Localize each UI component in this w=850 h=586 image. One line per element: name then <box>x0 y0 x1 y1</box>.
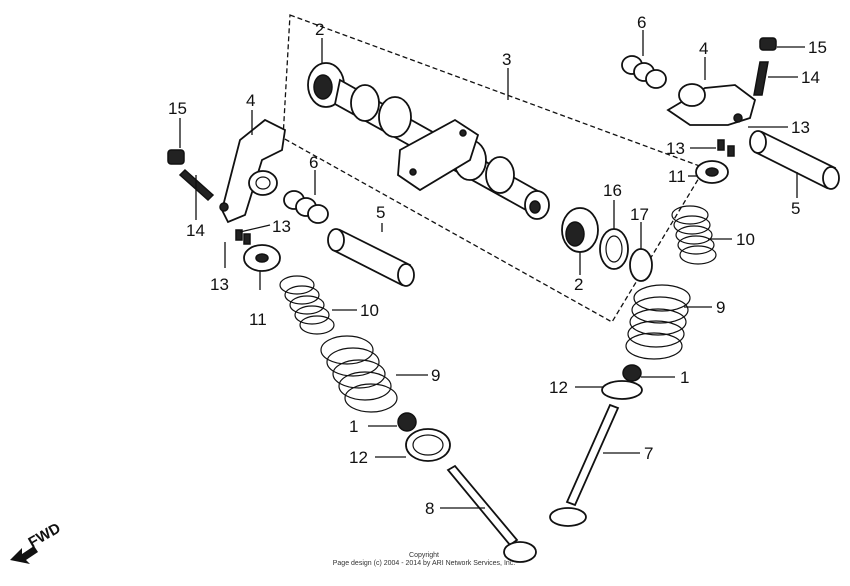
rocker-arm-right <box>666 83 757 126</box>
copyright-line-1: Copyright <box>409 552 439 559</box>
callout-4-left: 4 <box>246 91 255 110</box>
callout-11-right: 11 <box>668 167 686 186</box>
callout-9-right: 9 <box>716 298 725 317</box>
adjuster-screw-right <box>753 61 769 96</box>
callout-4-right: 4 <box>699 39 708 58</box>
camshaft-group-outline <box>282 14 706 323</box>
inner-spring-right <box>671 205 717 265</box>
callout-6-right: 6 <box>637 13 646 32</box>
rocker-shaft-left <box>327 228 415 287</box>
adjuster-nut-right <box>759 37 777 51</box>
copyright-line-2: Page design (c) 2004 - 2014 by ARI Netwo… <box>333 560 516 567</box>
callout-6-left: 6 <box>309 153 318 172</box>
callout-14-right: 14 <box>801 68 820 87</box>
callout-2-right: 2 <box>574 275 583 294</box>
callout-8: 8 <box>425 499 434 518</box>
circlip <box>629 248 653 282</box>
spring-seat-right-12 <box>601 380 643 400</box>
valve-stem-seal-left <box>397 412 417 432</box>
callout-13-left-b: 13 <box>210 275 229 294</box>
rocker-shaft-right <box>749 130 840 190</box>
callout-1-left: 1 <box>349 417 358 436</box>
callout-1-right: 1 <box>680 368 689 387</box>
callout-10-left: 10 <box>360 301 379 320</box>
retainer-right <box>695 160 729 184</box>
outer-spring-left <box>320 335 398 413</box>
callout-2-left: 2 <box>315 20 324 39</box>
callout-13-left-a: 13 <box>272 217 291 236</box>
callout-11-left: 11 <box>249 310 267 329</box>
valve-stem-seal-right <box>622 364 642 382</box>
callout-9-left: 9 <box>431 366 440 385</box>
camshaft-bearing-right <box>561 207 599 253</box>
callout-12-right: 12 <box>549 378 568 397</box>
oil-seal <box>599 228 629 270</box>
leader-lines <box>179 30 805 509</box>
callout-17: 17 <box>630 205 649 224</box>
cotter-right <box>717 139 735 157</box>
callout-16: 16 <box>603 181 622 200</box>
cotter-left <box>235 229 251 245</box>
callout-5-right: 5 <box>791 199 800 218</box>
callout-13-right-a: 13 <box>791 118 810 137</box>
intake-valve <box>549 403 620 527</box>
spring-seat-left-6 <box>283 190 329 224</box>
callout-14-left: 14 <box>186 221 205 240</box>
callout-15-left: 15 <box>168 99 187 118</box>
camshaft <box>307 62 550 220</box>
callout-5-left: 5 <box>376 203 385 222</box>
adjuster-nut-left <box>167 149 185 165</box>
exhaust-valve <box>446 464 537 563</box>
callout-15-right: 15 <box>808 38 827 57</box>
fwd-arrow-icon <box>10 546 38 564</box>
callout-3: 3 <box>502 50 511 69</box>
fwd-label: FWD <box>26 520 64 552</box>
callout-7: 7 <box>644 444 653 463</box>
rocker-arm-left <box>219 118 286 224</box>
callout-10-right: 10 <box>736 230 755 249</box>
callout-13-right-b: 13 <box>666 139 685 158</box>
spring-seat-right-6 <box>621 55 667 89</box>
callout-12-left: 12 <box>349 448 368 467</box>
outer-spring-right <box>625 284 691 360</box>
retainer-left <box>243 244 281 272</box>
inner-spring-left <box>279 275 335 335</box>
spring-seat-left-12 <box>405 428 451 462</box>
